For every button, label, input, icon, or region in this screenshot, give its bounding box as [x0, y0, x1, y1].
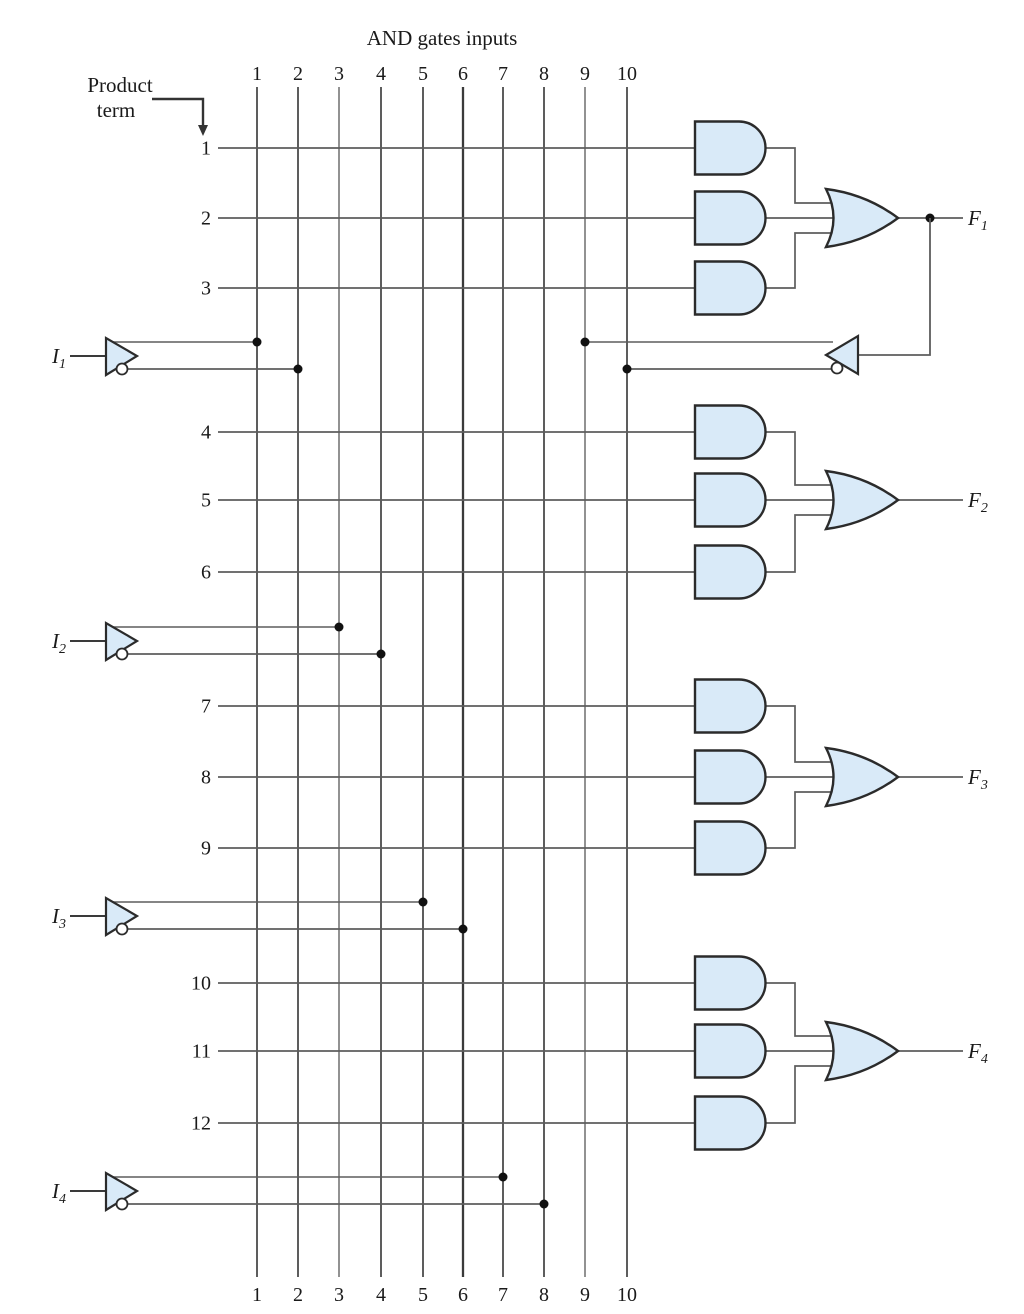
column-label-top-4: 4 [376, 63, 386, 85]
and-gate-product-term-7 [693, 678, 767, 734]
inversion-bubble-icon-I3 [115, 922, 129, 936]
and-gate-product-term-9 [693, 820, 767, 876]
and-gate-product-term-4 [693, 404, 767, 460]
connection-dot-I3-complement [458, 924, 468, 934]
product-term-label-4: 4 [201, 422, 211, 444]
and-gate-product-term-3 [693, 260, 767, 316]
column-label-bottom-1: 1 [252, 1284, 262, 1306]
and-to-or-wire-top-F3 [766, 705, 838, 763]
connection-dot-feedback-true [580, 337, 590, 347]
product-term-label-6: 6 [201, 562, 211, 584]
or-gate-F3 [823, 746, 901, 808]
and-to-or-wire-top-F1 [766, 147, 838, 204]
product-term-label-line2: term [97, 98, 135, 122]
and-to-or-wire-bottom-F3 [766, 791, 838, 849]
inversion-bubble-icon-I4 [115, 1197, 129, 1211]
column-label-bottom-10: 10 [617, 1284, 637, 1306]
product-term-arrowhead-icon [198, 125, 208, 136]
product-term-label-line1: Product [87, 73, 152, 97]
and-to-or-wire-bottom-F1 [766, 232, 838, 289]
and-to-or-wire-top-F2 [766, 431, 838, 486]
connection-dot-I2-complement [376, 649, 386, 659]
or-gate-F2 [823, 469, 901, 531]
product-term-label-1: 1 [201, 138, 211, 160]
column-label-top-10: 10 [617, 63, 637, 85]
input-label-I3: I3 [51, 904, 66, 932]
and-gate-product-term-6 [693, 544, 767, 600]
and-gate-product-term-10 [693, 955, 767, 1011]
connection-dot-feedback-complement [622, 364, 632, 374]
product-term-label-3: 3 [201, 278, 211, 300]
column-label-bottom-9: 9 [580, 1284, 590, 1306]
and-to-or-wire-bottom-F2 [766, 514, 838, 573]
column-label-bottom-4: 4 [376, 1284, 386, 1306]
and-gate-product-term-5 [693, 472, 767, 528]
connection-dot-I4-true [498, 1172, 508, 1182]
connection-dot-I1-complement [293, 364, 303, 374]
and-gate-product-term-8 [693, 749, 767, 805]
and-gate-product-term-1 [693, 120, 767, 176]
connection-dot-I2-true [334, 622, 344, 632]
diagram-title: AND gates inputs [367, 26, 518, 50]
product-term-label-9: 9 [201, 838, 211, 860]
column-label-top-6: 6 [458, 63, 468, 85]
product-term-label-8: 8 [201, 767, 211, 789]
connection-dot-I4-complement [539, 1199, 549, 1209]
column-label-bottom-5: 5 [418, 1284, 428, 1306]
product-term-label-7: 7 [201, 696, 211, 718]
product-term-label-5: 5 [201, 490, 211, 512]
inversion-bubble-icon-I1 [115, 362, 129, 376]
product-term-label-12: 12 [191, 1113, 211, 1135]
product-term-label-11: 11 [192, 1041, 211, 1063]
input-label-I1: I1 [51, 344, 66, 372]
column-label-top-3: 3 [334, 63, 344, 85]
column-label-top-9: 9 [580, 63, 590, 85]
column-label-bottom-7: 7 [498, 1284, 508, 1306]
input-label-I2: I2 [51, 629, 66, 657]
column-label-top-8: 8 [539, 63, 549, 85]
output-label-F1: F1 [967, 206, 988, 234]
product-term-label-10: 10 [191, 973, 211, 995]
or-gate-F1 [823, 187, 901, 249]
output-label-F4: F4 [967, 1039, 988, 1067]
and-gate-product-term-11 [693, 1023, 767, 1079]
column-label-bottom-3: 3 [334, 1284, 344, 1306]
feedback-wire-F1 [858, 218, 931, 356]
column-label-top-1: 1 [252, 63, 262, 85]
inversion-bubble-icon-feedback [830, 361, 844, 375]
output-label-F3: F3 [967, 765, 988, 793]
column-label-top-2: 2 [293, 63, 303, 85]
column-label-top-5: 5 [418, 63, 428, 85]
connection-dot-I1-true [252, 337, 262, 347]
and-to-or-wire-top-F4 [766, 982, 838, 1037]
or-gate-F4 [823, 1020, 901, 1082]
output-label-F2: F2 [967, 488, 988, 516]
column-label-bottom-6: 6 [458, 1284, 468, 1306]
column-label-bottom-2: 2 [293, 1284, 303, 1306]
input-label-I4: I4 [51, 1179, 66, 1207]
product-term-pointer-line [152, 97, 205, 127]
and-to-or-wire-bottom-F4 [766, 1065, 838, 1124]
and-gate-product-term-2 [693, 190, 767, 246]
column-label-top-7: 7 [498, 63, 508, 85]
inversion-bubble-icon-I2 [115, 647, 129, 661]
column-label-bottom-8: 8 [539, 1284, 549, 1306]
connection-dot-I3-true [418, 897, 428, 907]
product-term-label-2: 2 [201, 208, 211, 230]
and-gate-product-term-12 [693, 1095, 767, 1151]
